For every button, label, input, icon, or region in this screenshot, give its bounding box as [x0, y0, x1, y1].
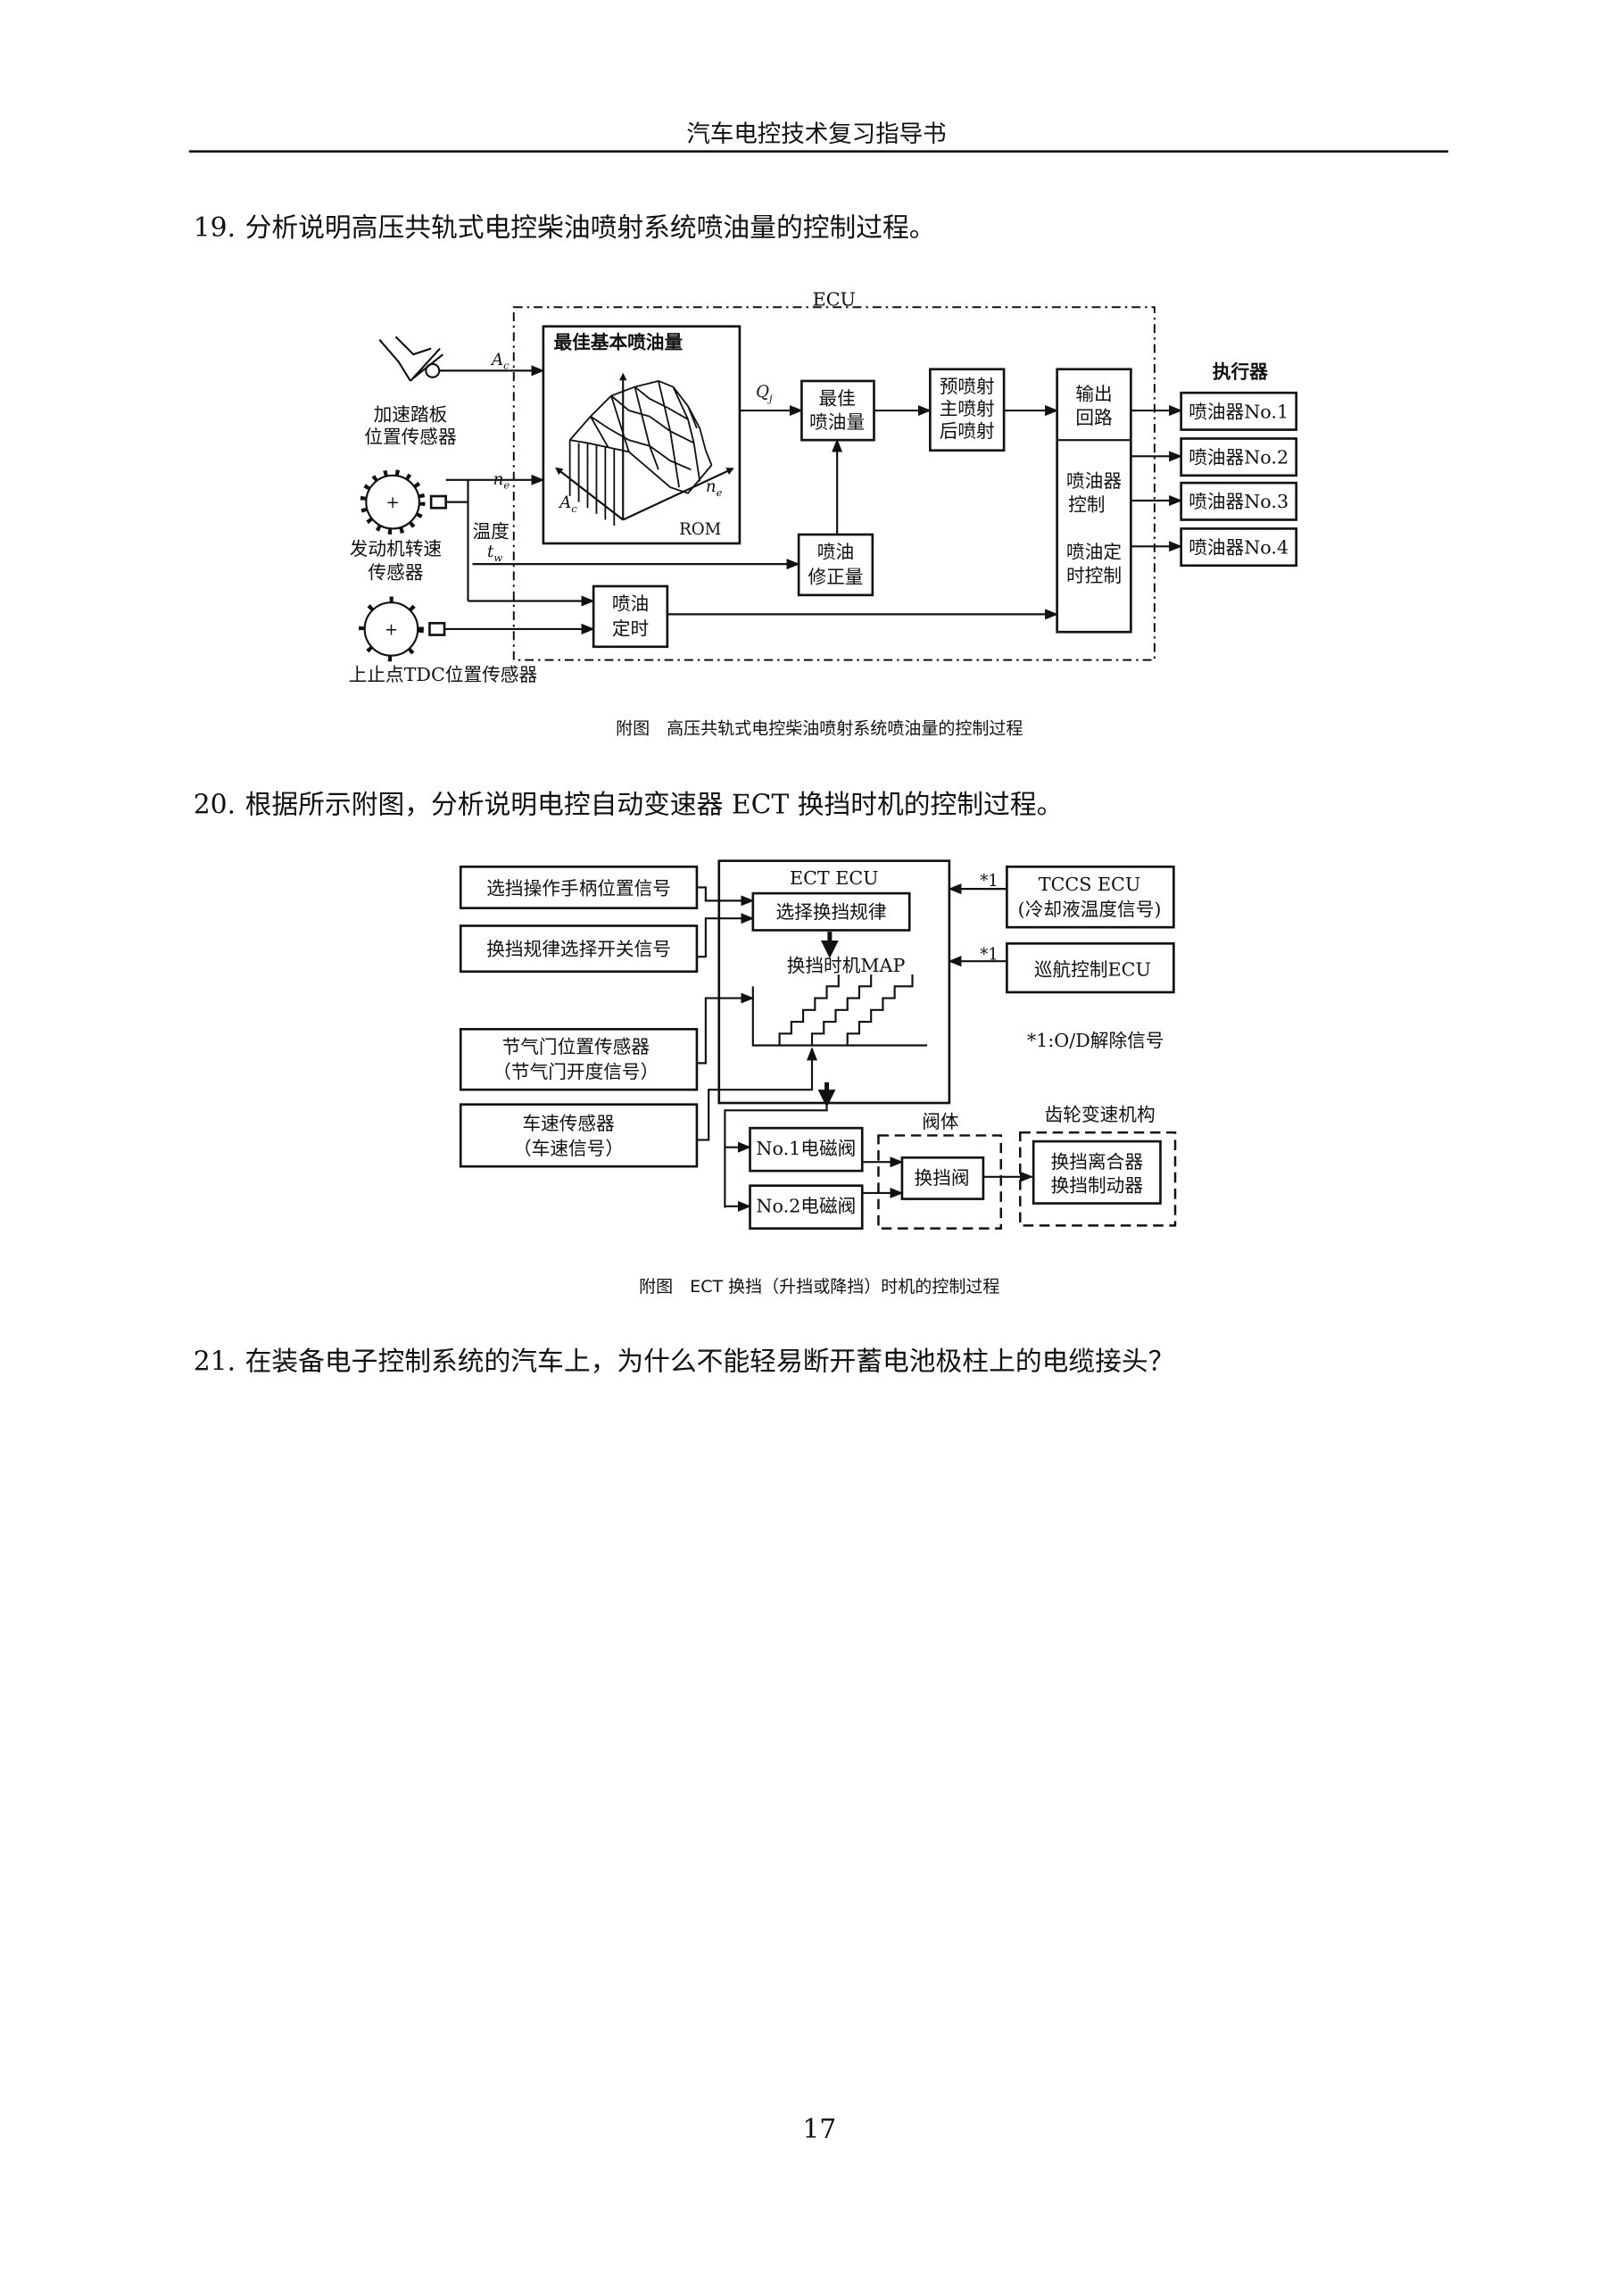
injector-3: 喷油器No.3 [1189, 491, 1288, 512]
timing-box [592, 584, 669, 649]
injector-control-label-2: 控制 [1068, 494, 1105, 516]
correction-label-1: 喷油 [817, 542, 854, 563]
ecu-boundary [512, 306, 1156, 661]
engine-speed-gear-icon: + [360, 469, 447, 535]
timing-control-label-2: 时控制 [1066, 565, 1122, 586]
timing-control-label-1: 喷油定 [1066, 542, 1122, 563]
gear-mechanism-boundary [1019, 1131, 1177, 1227]
gear-mechanism-label: 齿轮变速机构 [1045, 1104, 1156, 1125]
shift-clutch-label: 换挡离合器 [1051, 1151, 1144, 1173]
pattern-switch-signal: 换挡规律选择开关信号 [486, 939, 671, 960]
injector-2: 喷油器No.2 [1189, 447, 1288, 468]
injection-types-box [929, 368, 1006, 452]
injector-1: 喷油器No.1 [1189, 401, 1288, 422]
question-20-text: 根据所示附图，分析说明电控自动变速器 ECT 换挡时机的控制过程。 [245, 790, 1064, 821]
svg-text:+: + [385, 621, 398, 640]
shift-lever-signal: 选挡操作手柄位置信号 [486, 878, 671, 899]
question-19-text: 分析说明高压共轨式电控柴油喷射系统喷油量的控制过程。 [245, 212, 936, 244]
injector-4: 喷油器No.4 [1189, 537, 1288, 559]
injector-list: 喷油器No.1 喷油器No.2 喷油器No.3 喷油器No.4 [1180, 391, 1298, 568]
solenoid-1: No.1电磁阀 [756, 1138, 856, 1159]
correction-box [797, 533, 874, 597]
valve-body-label: 阀体 [922, 1111, 959, 1132]
temperature-label: 温度 [472, 520, 509, 542]
throttle-sensor-1: 节气门位置传感器 [502, 1036, 650, 1057]
pedal-sensor-label-2: 位置传感器 [364, 426, 457, 447]
question-19-number: 19. [194, 212, 236, 244]
cruise-ecu-label: 巡航控制ECU [1034, 959, 1151, 981]
select-pattern-label: 选择换挡规律 [775, 901, 886, 923]
page-number: 17 [802, 2114, 836, 2145]
figure-1-caption: 附图 高压共轨式电控柴油喷射系统喷油量的控制过程 [616, 718, 1023, 738]
speed-sensor-2: （车速信号） [513, 1138, 624, 1159]
star-note: *1:O/D解除信号 [1027, 1030, 1164, 1051]
ecu-label: ECU [813, 289, 856, 311]
fuel-map-surface-icon [555, 372, 734, 526]
throttle-sensor-2: （节气门开度信号） [493, 1061, 659, 1082]
timing-label-2: 定时 [612, 618, 649, 640]
tw-label: tw [487, 543, 502, 564]
question-21-text: 在装备电子控制系统的汽车上，为什么不能轻易断开蓄电池极柱上的电缆接头？ [245, 1347, 1175, 1378]
solenoid-2: No.2电磁阀 [756, 1195, 856, 1216]
figure-1-diagram: ECU 最佳基本喷油量 ROM Ac ne Ac 加速踏板 位置传感器 + [349, 289, 1298, 685]
qj-label: Qj [756, 383, 773, 404]
axis-ac-label: Ac [558, 493, 577, 515]
timing-label-1: 喷油 [612, 593, 649, 614]
figure-2-caption: 附图 ECT 换挡（升挡或降挡）时机的控制过程 [639, 1277, 999, 1297]
pedal-sensor-label-1: 加速踏板 [374, 404, 448, 426]
injector-control-label-1: 喷油器 [1066, 470, 1122, 492]
best-quantity-label-2: 喷油量 [809, 411, 865, 433]
tccs-ecu-label: TCCS ECU [1039, 874, 1140, 895]
ne-signal-label: ne [493, 470, 510, 492]
main-injection-label: 主喷射 [940, 398, 995, 419]
star-mark-2: *1 [980, 946, 998, 965]
shift-valve-label: 换挡阀 [915, 1167, 970, 1189]
figure-2-diagram: 选挡操作手柄位置信号 换挡规律选择开关信号 节气门位置传感器 （节气门开度信号）… [459, 859, 1177, 1230]
ect-ecu-title: ECT ECU [790, 867, 879, 889]
output-circuit-label-1: 输出 [1075, 383, 1112, 404]
star-mark-1: *1 [980, 872, 998, 891]
tccs-ecu-signal: (冷却液温度信号) [1018, 899, 1162, 920]
rom-box [542, 325, 742, 545]
shift-brake-label: 换挡制动器 [1051, 1174, 1144, 1196]
shift-map-chart-icon [751, 974, 928, 1047]
pre-injection-label: 预喷射 [940, 376, 995, 397]
question-21-number: 21. [194, 1347, 236, 1378]
speed-sensor-label-2: 传感器 [368, 562, 423, 584]
valve-body-boundary [877, 1134, 1003, 1230]
actuator-label: 执行器 [1213, 361, 1268, 383]
speed-sensor-1: 车速传感器 [522, 1113, 615, 1134]
speed-sensor-label-1: 发动机转速 [350, 538, 442, 559]
header-title: 汽车电控技术复习指导书 [686, 120, 946, 148]
output-circuit-box [1056, 368, 1132, 634]
rom-label: ROM [679, 520, 721, 539]
rom-title: 最佳基本喷油量 [553, 332, 683, 353]
shift-map-label: 换挡时机MAP [787, 955, 906, 976]
post-injection-label: 后喷射 [940, 420, 995, 442]
best-quantity-label-1: 最佳 [818, 387, 855, 409]
accelerator-pedal-icon [378, 336, 444, 382]
output-circuit-label-2: 回路 [1075, 407, 1113, 428]
tdc-gear-icon: + [359, 596, 446, 662]
ac-signal-label: Ac [490, 351, 510, 372]
select-pattern-box [751, 891, 911, 932]
question-20-number: 20. [194, 790, 236, 821]
correction-label-2: 修正量 [808, 567, 863, 588]
axis-ne-label: ne [706, 477, 723, 499]
tdc-sensor-label: 上止点TDC位置传感器 [349, 664, 538, 685]
svg-text:+: + [385, 493, 399, 512]
